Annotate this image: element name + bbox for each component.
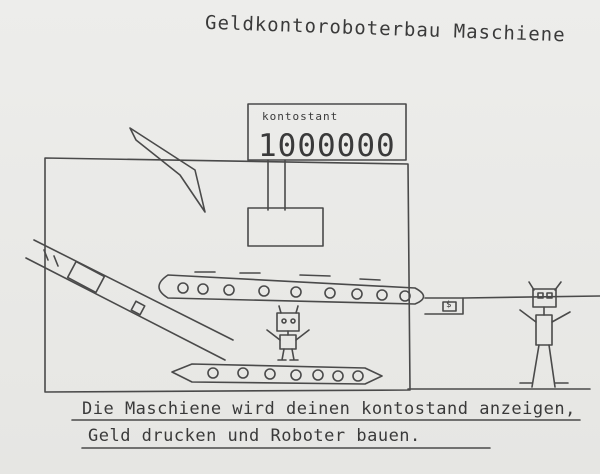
caption-line-1: Die Maschiene wird deinen kontostand anz… [82, 399, 576, 419]
dollar-symbol: $ [446, 300, 452, 310]
account-balance-value: 1000000 [258, 128, 396, 164]
press-head [247, 207, 324, 247]
input-chute [129, 127, 206, 213]
press-rod [267, 159, 286, 211]
lower-conveyor [171, 363, 383, 385]
left-ramp [25, 239, 234, 361]
banknote [442, 301, 457, 312]
robot-outside [519, 281, 571, 388]
money-exit [424, 297, 464, 315]
machine-body [44, 157, 411, 393]
output-line [462, 295, 600, 299]
account-balance-label: kontostant [262, 110, 339, 123]
caption-line-2: Geld drucken und Roboter bauen. [88, 426, 421, 446]
upper-conveyor [158, 271, 425, 305]
robot-in-machine [266, 305, 310, 361]
balance-display-box [247, 103, 407, 161]
